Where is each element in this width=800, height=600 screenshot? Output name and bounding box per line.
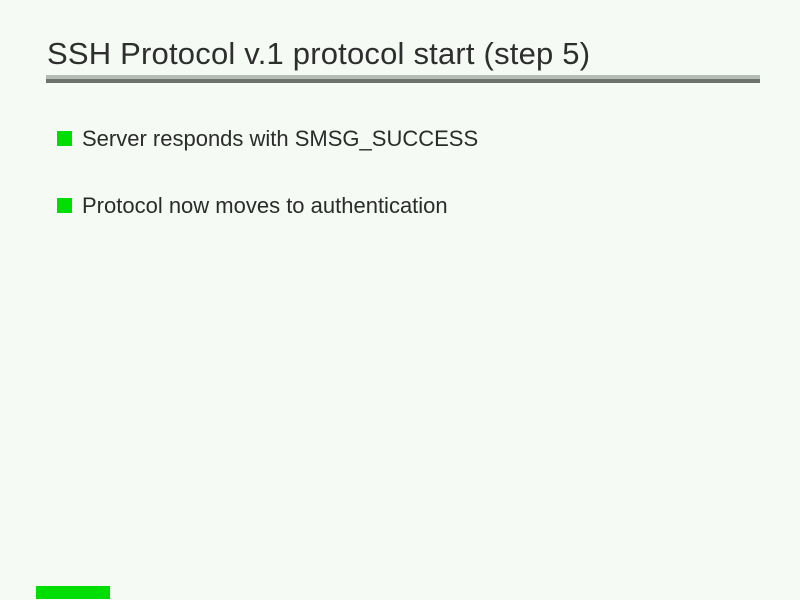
bullet-item: Server responds with SMSG_SUCCESS [57, 126, 478, 151]
title-underline-rule [46, 75, 760, 83]
bullet-item: Protocol now moves to authentication [57, 193, 478, 218]
rule-dark-band [46, 79, 760, 83]
progress-gauge [36, 586, 110, 599]
bullet-text: Server responds with SMSG_SUCCESS [82, 126, 479, 151]
rule-light-band [46, 75, 760, 79]
slide-title: SSH Protocol v.1 protocol start (step 5) [47, 36, 591, 71]
green-square-bullet-icon [57, 198, 72, 213]
bullet-list: Server responds with SMSG_SUCCESS Protoc… [57, 126, 478, 218]
green-square-bullet-icon [57, 131, 72, 146]
bullet-text: Protocol now moves to authentication [82, 193, 448, 218]
